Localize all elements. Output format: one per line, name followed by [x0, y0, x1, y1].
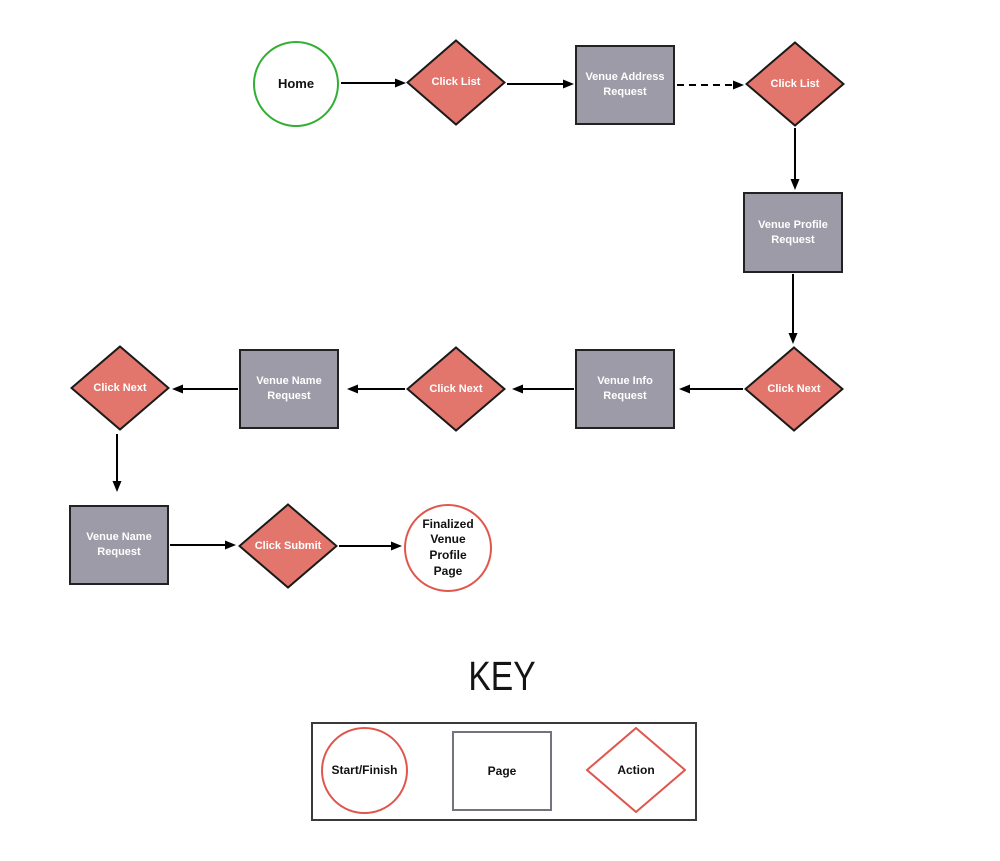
- key-item-action: Action: [586, 727, 686, 813]
- node-label: Click Submit: [254, 539, 322, 552]
- node-label: Finalized Venue Profile Page: [422, 516, 474, 578]
- node-click-next-3: Click Next: [70, 345, 170, 431]
- node-label: Venue Profile Request: [758, 218, 828, 246]
- key-item-page: Page: [452, 731, 552, 811]
- page-rect: [239, 349, 339, 429]
- node-finalized-venue-profile-page: Finalized Venue Profile Page: [404, 504, 492, 592]
- action-diamond: [70, 345, 170, 431]
- action-diamond-outline: [586, 727, 686, 813]
- node-venue-name-request-2: Venue Name Request: [69, 505, 169, 585]
- node-label: Click Next: [93, 381, 147, 394]
- node-home: Home: [253, 41, 339, 127]
- node-label: Venue Address Request: [585, 71, 665, 98]
- node-venue-profile-request: Venue Profile Request: [743, 192, 843, 273]
- page-rect: [69, 505, 169, 585]
- key-item-start-finish: Start/Finish: [321, 727, 408, 814]
- node-label: Click Next: [767, 382, 821, 395]
- node-label: Click List: [431, 76, 481, 89]
- node-label: Venue Name Request: [86, 531, 152, 558]
- node-venue-name-request-1: Venue Name Request: [239, 349, 339, 429]
- page-rect: [743, 192, 843, 273]
- node-label: Venue Info Request: [597, 375, 653, 402]
- node-label: Click List: [770, 77, 820, 90]
- action-diamond: [744, 346, 844, 432]
- key-item-label: Action: [617, 762, 655, 777]
- action-diamond: [238, 503, 338, 589]
- page-rect: [575, 45, 675, 125]
- node-click-submit: Click Submit: [238, 503, 338, 589]
- node-venue-address-request: Venue Address Request: [575, 45, 675, 125]
- node-click-list-2: Click List: [745, 41, 845, 127]
- node-label: Click Next: [429, 382, 483, 395]
- action-diamond: [406, 346, 506, 432]
- node-click-next-2: Click Next: [406, 346, 506, 432]
- node-click-list-1: Click List: [406, 39, 506, 126]
- node-venue-info-request: Venue Info Request: [575, 349, 675, 429]
- start-circle: [253, 41, 339, 127]
- node-label: Venue Name Request: [256, 375, 322, 402]
- key-item-label: Page: [487, 763, 517, 778]
- key-item-label: Start/Finish: [331, 763, 398, 778]
- page-rect-outline: [452, 731, 552, 811]
- finish-circle: [404, 504, 492, 592]
- page-rect: [575, 349, 675, 429]
- node-label: Home: [277, 76, 315, 92]
- action-diamond: [406, 39, 506, 126]
- node-click-next-1: Click Next: [744, 346, 844, 432]
- key-title: KEY: [468, 653, 536, 699]
- start-finish-circle: [321, 727, 408, 814]
- action-diamond: [745, 41, 845, 127]
